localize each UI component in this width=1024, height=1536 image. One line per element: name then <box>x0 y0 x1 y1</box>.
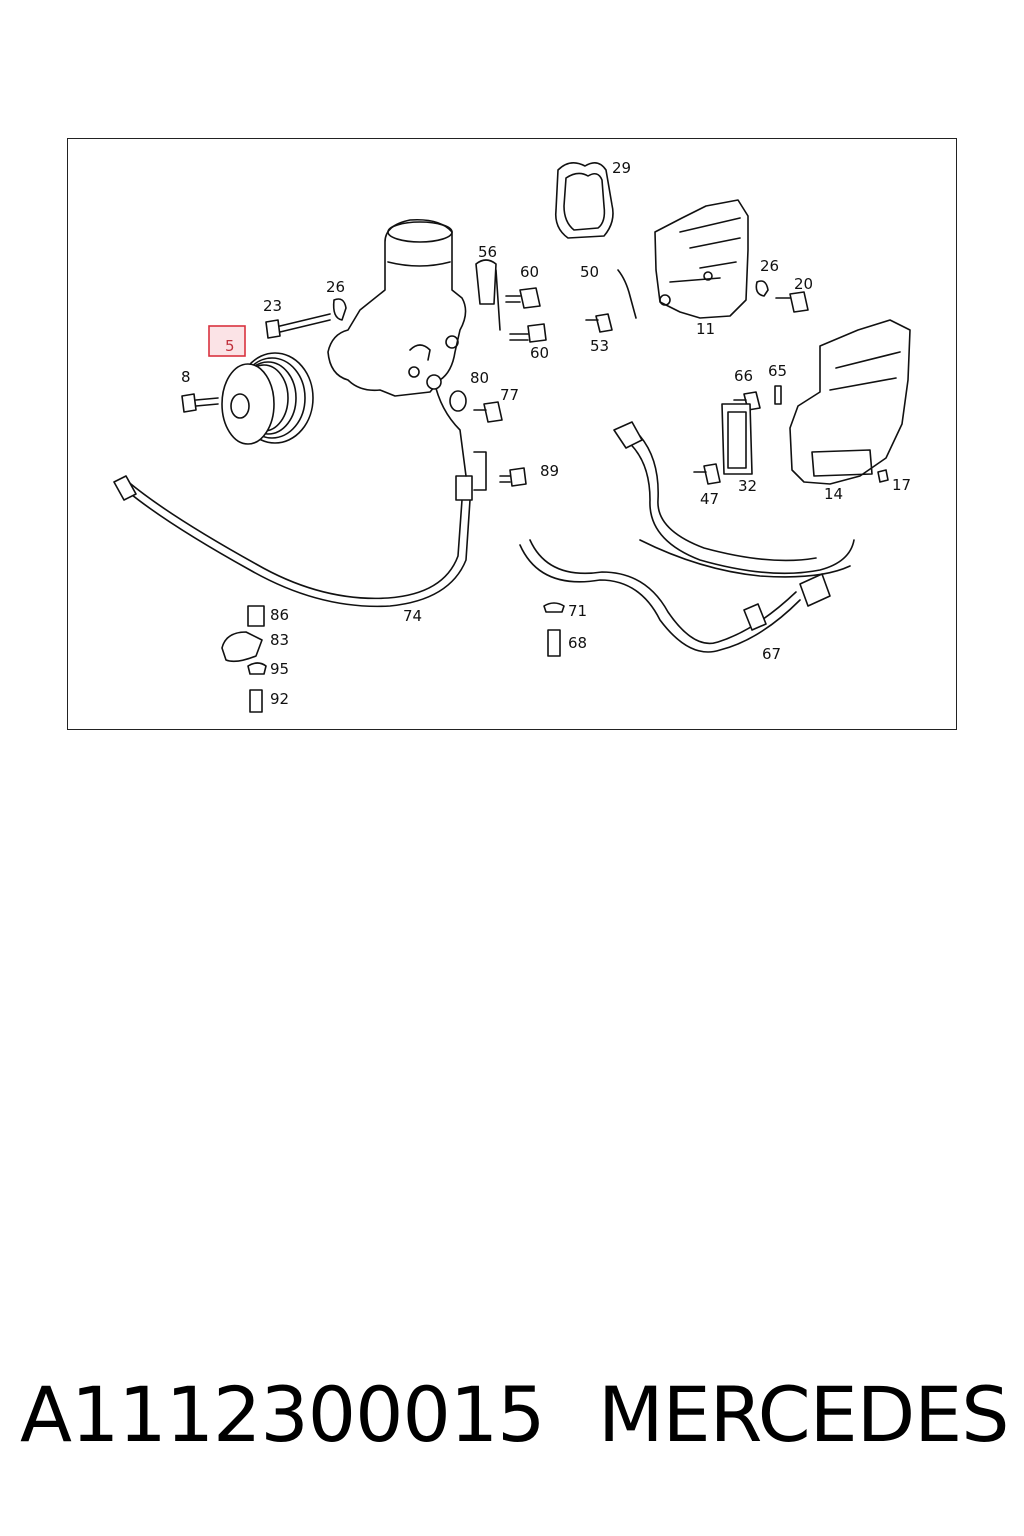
callout-label: 32 <box>738 477 757 495</box>
callout-label: 71 <box>568 602 587 620</box>
part-gasket <box>554 162 614 239</box>
callout-label: 67 <box>762 645 781 663</box>
callout-label: 60 <box>520 263 539 281</box>
callout-label: 20 <box>794 275 813 293</box>
callout-label: 11 <box>696 320 715 338</box>
callout-label: 92 <box>270 690 289 708</box>
callout-label: 56 <box>478 243 497 261</box>
callout-label: 26 <box>760 257 779 275</box>
callout-label: 17 <box>892 476 911 494</box>
callout-label: 8 <box>181 368 191 386</box>
callout-label: 47 <box>700 490 719 508</box>
callout-label: 50 <box>580 263 599 281</box>
callout-label: 89 <box>540 462 559 480</box>
callout-label: 60 <box>530 344 549 362</box>
part-caption: A1112300015 MERCEDES <box>0 1370 1024 1470</box>
callout-label: 80 <box>470 369 489 387</box>
callout-label: 14 <box>824 485 843 503</box>
part-washers <box>221 259 889 675</box>
part-number: A1112300015 <box>20 1370 546 1459</box>
callout-label: 68 <box>568 634 587 652</box>
callout-labels: 29 56 60 50 26 20 23 26 5 60 53 11 8 80 … <box>181 159 911 708</box>
callout-label: 66 <box>734 367 753 385</box>
part-pulley <box>221 352 314 445</box>
part-hoses <box>113 374 855 653</box>
part-bolts <box>181 287 809 713</box>
callout-label: 86 <box>270 606 289 624</box>
callout-label: 29 <box>612 159 631 177</box>
callout-label: 65 <box>768 362 787 380</box>
callout-label: 74 <box>403 607 422 625</box>
callout-label: 23 <box>263 297 282 315</box>
brand-name: MERCEDES <box>598 1370 1009 1459</box>
highlighted-callout-box <box>208 325 246 357</box>
part-bracket-14 <box>721 319 911 485</box>
callout-label: 83 <box>270 631 289 649</box>
callout-label: 26 <box>326 278 345 296</box>
callout-label: 77 <box>500 386 519 404</box>
callout-label: 95 <box>270 660 289 678</box>
leader-line <box>473 269 501 491</box>
part-steering-pump <box>327 218 467 397</box>
highlighted-callout-label: 5 <box>225 337 235 355</box>
callout-label: 53 <box>590 337 609 355</box>
part-bracket-11 <box>654 199 749 319</box>
